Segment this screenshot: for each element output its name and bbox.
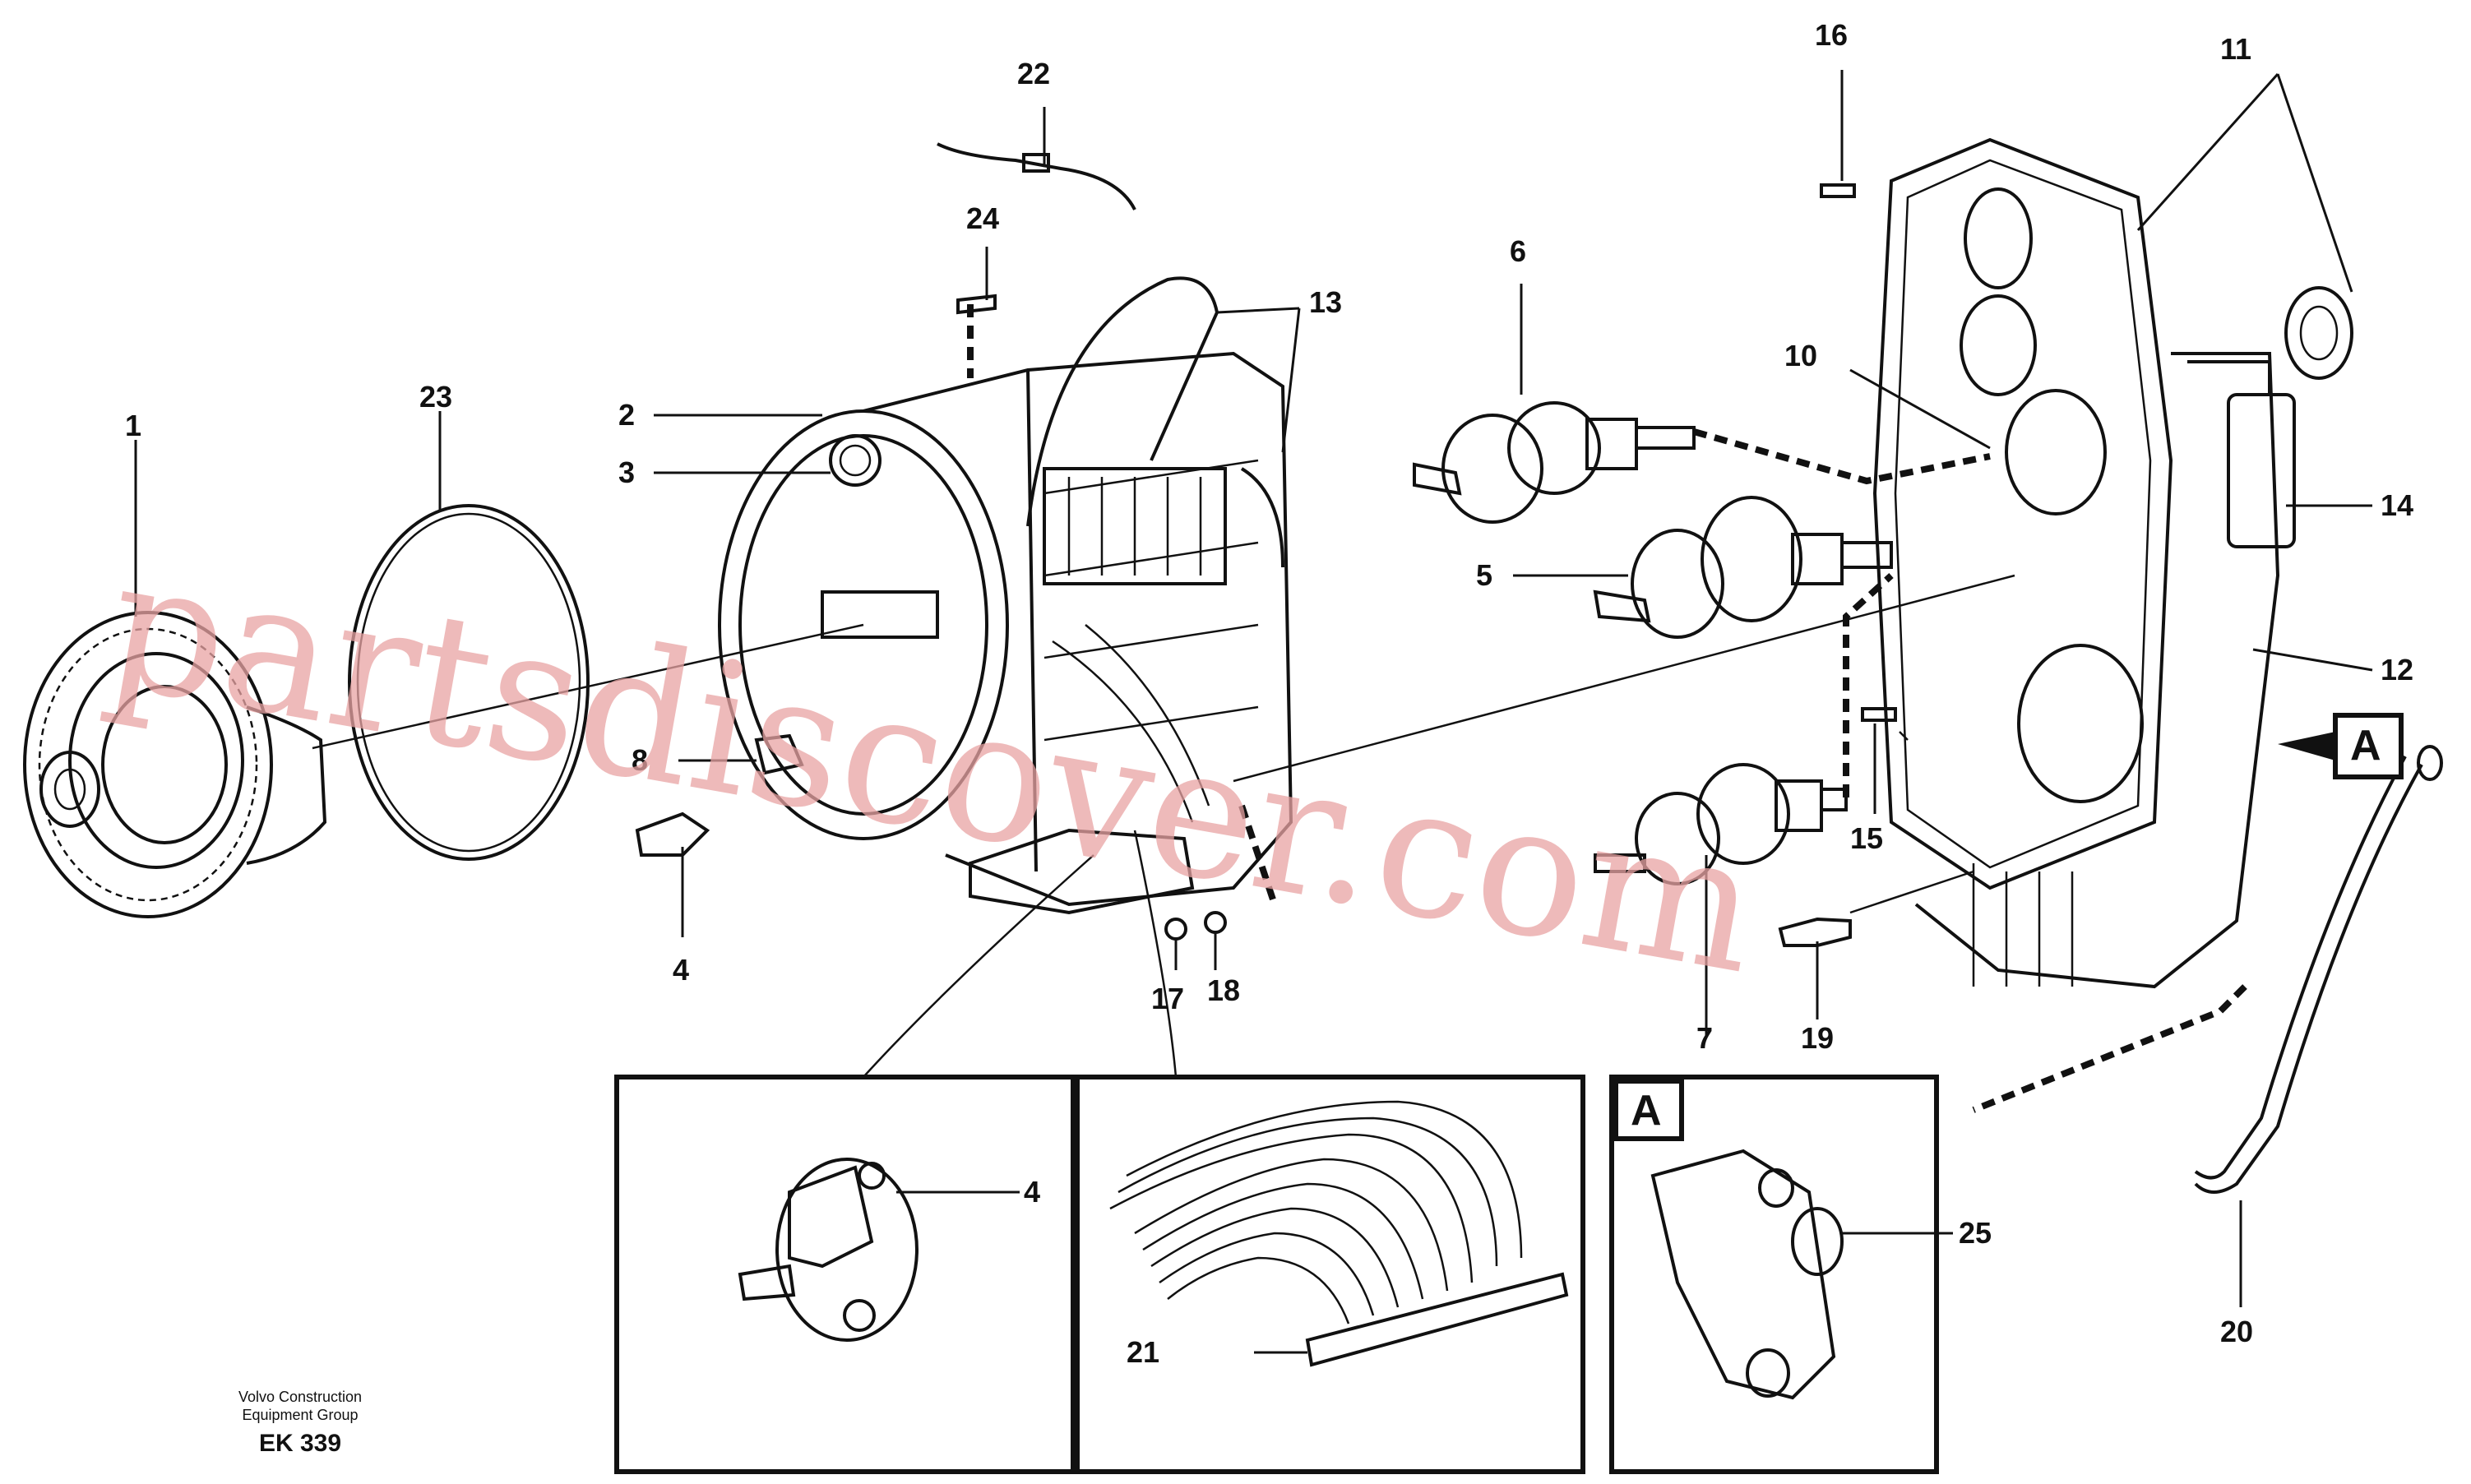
callout-4: 4	[673, 953, 689, 987]
inset-box-wiring	[1075, 1075, 1585, 1474]
callout-14: 14	[2381, 488, 2413, 522]
callout-15: 15	[1850, 821, 1883, 855]
part-23-o-ring	[348, 504, 590, 861]
callout-8: 8	[632, 743, 648, 777]
footer-company-line1: Volvo Construction	[238, 1389, 362, 1405]
part-4-valve	[635, 811, 710, 857]
callout-16: 16	[1815, 18, 1848, 52]
part-8-cover	[754, 733, 804, 775]
detail-a-label: A	[1631, 1087, 1662, 1135]
callout-19: 19	[1801, 1021, 1834, 1055]
callout-7: 7	[1696, 1021, 1713, 1055]
leader-lines	[134, 70, 2373, 1354]
view-marker-a-main	[2278, 713, 2404, 779]
callout-3: 3	[618, 455, 635, 489]
callout-5: 5	[1476, 558, 1492, 592]
callout-12: 12	[2381, 653, 2413, 687]
callout-25: 25	[1959, 1216, 1992, 1250]
callout-21: 21	[1127, 1335, 1159, 1369]
callout-17: 17	[1151, 982, 1184, 1015]
callout-11: 11	[2220, 32, 2251, 66]
callout-24: 24	[966, 201, 999, 235]
callout-23: 23	[419, 380, 452, 414]
part-14-filter	[2187, 360, 2296, 548]
inset-box-detail-a	[1609, 1075, 1939, 1474]
inset-box-valve	[614, 1075, 1076, 1474]
footer-company-line2: Equipment Group	[242, 1407, 358, 1423]
part-5-shaft	[1593, 496, 1893, 639]
view-marker-a-label: A	[2350, 722, 2381, 770]
callout-1: 1	[125, 409, 141, 442]
part-19-sensor	[1778, 917, 1852, 947]
callout-2: 2	[618, 398, 635, 432]
part-13-wiring-harness	[1026, 276, 1284, 823]
callout-18: 18	[1207, 973, 1240, 1007]
callout-22: 22	[1017, 57, 1050, 90]
part-2-transmission-housing	[718, 351, 1293, 915]
part-11-seal	[2284, 286, 2353, 380]
part-15-pin	[1861, 707, 1897, 722]
part-24-bolt	[956, 294, 997, 315]
callouts: 1 23 2 3 22 24 13 6 10 5 11 16 14 12 15 …	[125, 18, 2413, 1369]
callout-10: 10	[1784, 339, 1817, 372]
part-20-pipe	[2194, 745, 2443, 1194]
footer-figure-code: EK 339	[259, 1430, 341, 1457]
callout-6: 6	[1510, 234, 1526, 268]
assembly-lines	[312, 304, 2247, 1113]
part-1-torque-converter	[23, 611, 327, 918]
callout-20: 20	[2220, 1315, 2253, 1348]
callout-4-inset: 4	[1024, 1175, 1040, 1209]
part-7-shaft	[1594, 763, 1848, 885]
part-22-sensor-cable	[937, 142, 1136, 210]
part-16-pin	[1820, 183, 1856, 198]
part-11-rear-cover	[1872, 137, 2280, 989]
part-6-shaft	[1413, 401, 1696, 524]
callout-13: 13	[1309, 285, 1342, 319]
